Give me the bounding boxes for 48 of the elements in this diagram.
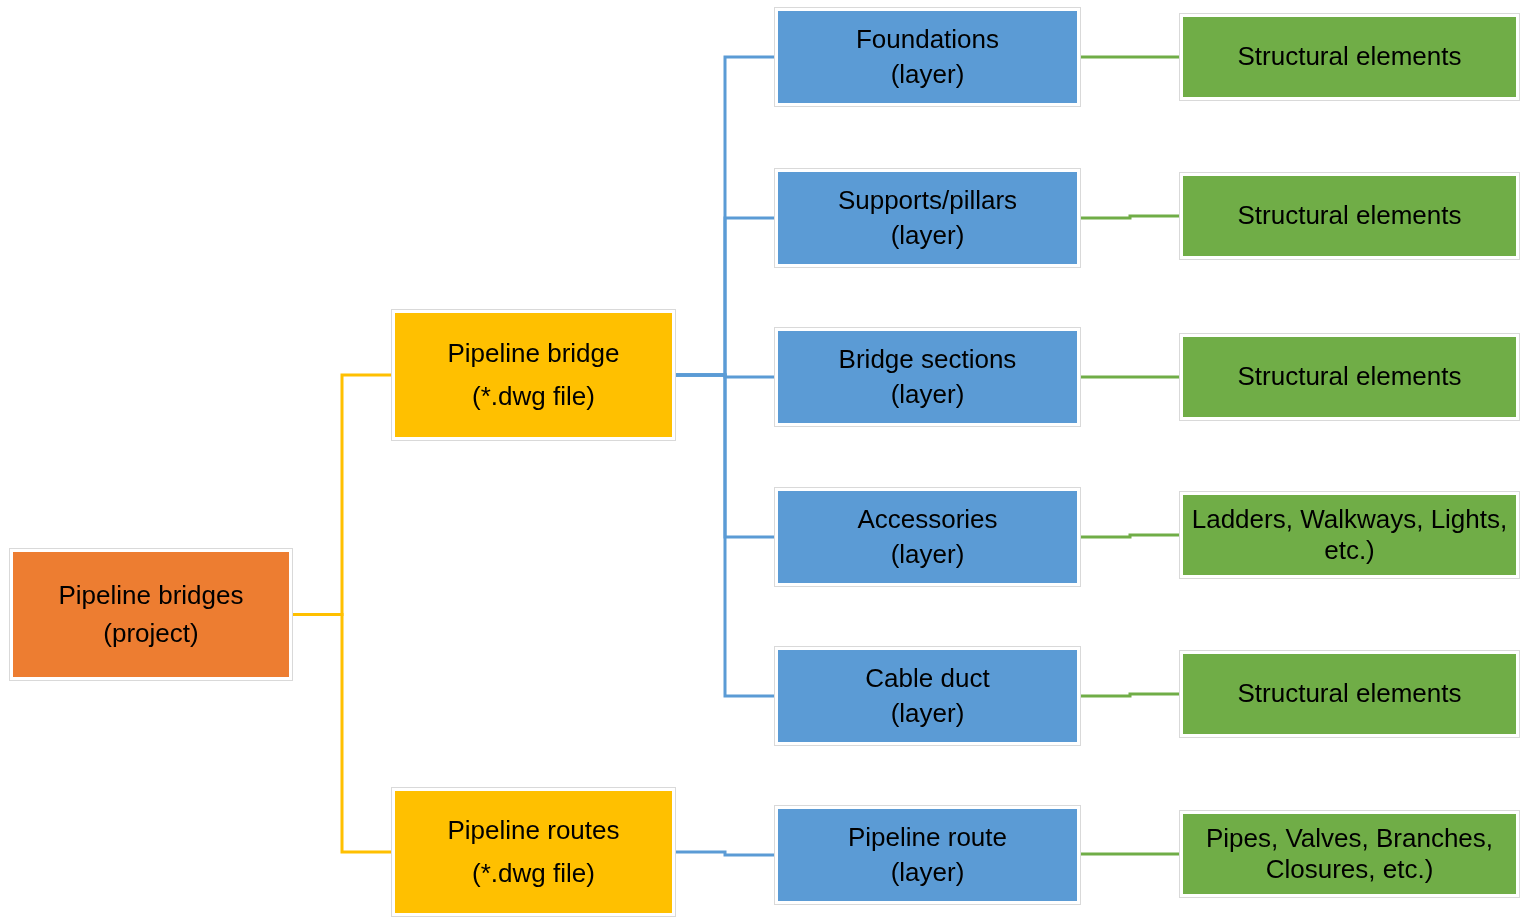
node-text: Structural elements	[1237, 678, 1462, 710]
connector-line	[1081, 375, 1179, 379]
node-text: Supports/pillars	[837, 184, 1018, 216]
node-text: Pipes, Valves, Branches, Closures, etc.)	[1204, 822, 1495, 886]
node-text: Structural elements	[1237, 361, 1462, 393]
connector-line	[1081, 214, 1179, 220]
node-text: (layer)	[890, 539, 965, 571]
node-text: (project)	[103, 617, 199, 649]
node-text: Structural elements	[1237, 41, 1462, 73]
layer-box	[774, 168, 1081, 268]
connector-line	[1081, 852, 1179, 856]
layer-box	[774, 646, 1081, 746]
element-box	[1179, 650, 1520, 738]
node-text: (layer)	[890, 59, 965, 91]
file-box	[391, 309, 676, 441]
connector-line	[676, 373, 774, 698]
node-text: Structural elements	[1237, 200, 1462, 232]
layer-box	[774, 805, 1081, 905]
element-box	[1179, 810, 1520, 898]
project-box	[9, 548, 293, 681]
node-text: Pipeline bridges	[58, 580, 244, 612]
node-text: (layer)	[890, 857, 965, 889]
layer-box	[774, 487, 1081, 587]
connector-line	[676, 850, 774, 857]
node-text: Bridge sections	[838, 343, 1017, 375]
node-text: Pipeline routes	[447, 814, 620, 846]
node-text: (*.dwg file)	[472, 858, 595, 890]
layer-box	[774, 7, 1081, 107]
element-box	[1179, 13, 1520, 101]
node-text: Accessories	[857, 503, 998, 535]
node-text: (*.dwg file)	[472, 381, 595, 413]
node-text: (layer)	[890, 220, 965, 252]
connector-line	[293, 613, 391, 854]
layer-box	[774, 327, 1081, 427]
connector-line	[1081, 55, 1179, 59]
element-box	[1179, 172, 1520, 260]
connector-line	[1081, 692, 1179, 698]
node-text: Cable duct	[865, 662, 990, 694]
node-text: Ladders, Walkways, Lights, etc.)	[1190, 503, 1509, 567]
node-text: (layer)	[890, 698, 965, 730]
node-text: Pipeline bridge	[447, 337, 620, 369]
file-box	[391, 787, 676, 917]
node-text: Pipeline route	[848, 821, 1007, 853]
element-box	[1179, 491, 1520, 579]
node-text: (layer)	[890, 379, 965, 411]
element-box	[1179, 333, 1520, 421]
connector-line	[1081, 533, 1179, 539]
node-text: Foundations	[855, 23, 1000, 55]
